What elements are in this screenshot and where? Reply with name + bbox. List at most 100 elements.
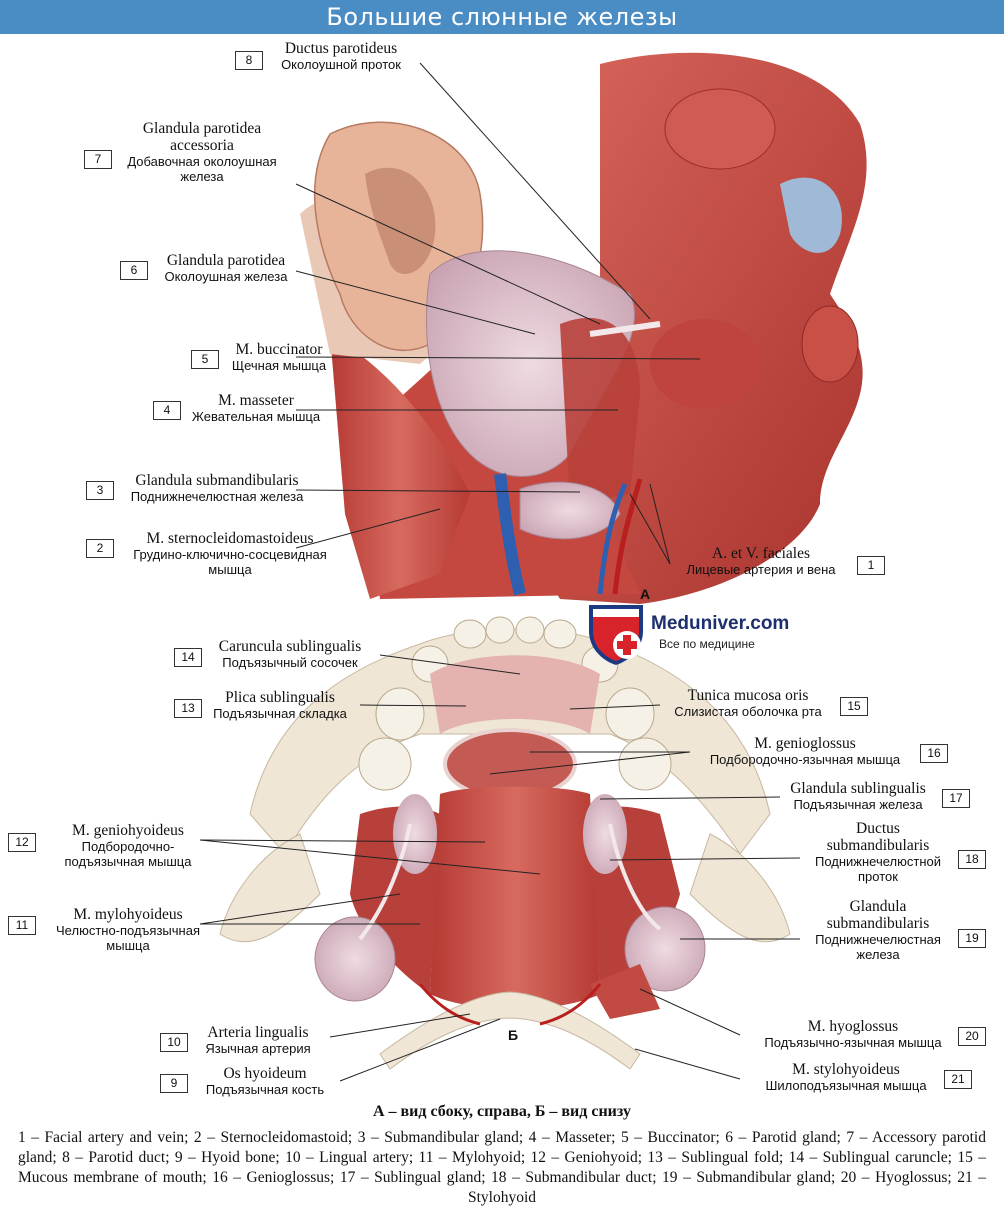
label-7-number: 7 [84, 150, 112, 169]
label-1: A. et V. faciales Лицевые артерия и вена [676, 545, 846, 577]
label-13-number: 13 [174, 699, 202, 718]
label-13-russian: Подъязычная складка [213, 706, 347, 721]
label-2: M. sternocleidomastoideus Грудино-ключич… [114, 530, 346, 577]
label-17-latin: Glandula sublingualis [790, 780, 926, 797]
label-2-russian-2: мышца [208, 562, 252, 577]
label-8: Ductus parotideus Околоушной проток [263, 40, 419, 72]
views-caption: А – вид сбоку, справа, Б – вид снизу [372, 1103, 631, 1120]
label-12-latin: M. geniohyoideus [72, 822, 184, 839]
label-19-number: 19 [958, 929, 986, 948]
label-21: M. stylohyoideus Шилоподъязычная мышца [748, 1061, 944, 1093]
label-9: Os hyoideum Подъязычная кость [188, 1065, 342, 1097]
label-21-latin: M. stylohyoideus [792, 1061, 900, 1078]
label-9-russian: Подъязычная кость [205, 1082, 325, 1097]
label-11-number: 11 [8, 916, 36, 935]
label-10: Arteria lingualis Язычная артерия [188, 1024, 328, 1056]
label-20-number: 20 [958, 1027, 986, 1046]
label-19-russian-2: железа [856, 947, 900, 962]
figure-legend: 1 – Facial artery and vein; 2 – Sternocl… [18, 1129, 986, 1206]
label-6: Glandula parotidea Околоушная железа [148, 252, 304, 284]
label-17-number: 17 [942, 789, 970, 808]
label-1-russian: Лицевые артерия и вена [686, 562, 836, 577]
label-9-latin: Os hyoideum [223, 1065, 307, 1082]
title-bar: Большие слюнные железы [0, 0, 1004, 34]
label-12-russian-2: подъязычная мышца [64, 854, 192, 869]
label-9-number: 9 [160, 1074, 188, 1093]
label-5-number: 5 [191, 350, 219, 369]
view-b-figure [219, 616, 791, 1070]
label-15-russian: Слизистая оболочка рта [674, 704, 822, 719]
label-4: M. masseter Жевательная мышца [181, 392, 331, 424]
view-letter-a: А [640, 586, 651, 602]
label-4-russian: Жевательная мышца [191, 409, 321, 424]
view-a-figure [300, 52, 867, 604]
label-20-russian: Подъязычно-язычная мышца [764, 1035, 942, 1050]
page-title: Большие слюнные железы [326, 3, 678, 31]
label-18: Ductus submandibularis Поднижнечелюстной… [800, 820, 956, 884]
label-6-latin: Glandula parotidea [166, 252, 286, 269]
label-8-number: 8 [235, 51, 263, 70]
label-19-russian-1: Поднижнечелюстная [815, 932, 941, 947]
label-10-russian: Язычная артерия [205, 1041, 311, 1056]
label-4-latin: M. masseter [218, 392, 294, 409]
label-18-russian-1: Поднижнечелюстной [814, 854, 942, 869]
label-2-latin: M. sternocleidomastoideus [146, 530, 314, 547]
label-11-russian-2: мышца [106, 938, 150, 953]
label-2-russian-1: Грудино-ключично-сосцевидная [133, 547, 327, 562]
label-14-latin: Caruncula sublingualis [218, 638, 362, 655]
label-5-russian: Щечная мышца [231, 358, 327, 373]
label-19-latin: Glandula submandibularis [826, 898, 930, 932]
label-13: Plica sublingualis Подъязычная складка [202, 689, 358, 721]
label-16: M. genioglossus Подбородочно-язычная мыш… [692, 735, 918, 767]
label-3-number: 3 [86, 481, 114, 500]
label-11-latin: M. mylohyoideus [73, 906, 183, 923]
label-3-russian: Поднижнечелюстная железа [130, 489, 304, 504]
label-1-latin: A. et V. faciales [712, 545, 810, 562]
view-letter-b: Б [508, 1027, 519, 1043]
label-12-number: 12 [8, 833, 36, 852]
label-15-latin: Tunica mucosa oris [687, 687, 809, 704]
label-16-number: 16 [920, 744, 948, 763]
label-15-number: 15 [840, 697, 868, 716]
brand-name: Meduniver.com [651, 613, 790, 634]
label-6-number: 6 [120, 261, 148, 280]
label-10-number: 10 [160, 1033, 188, 1052]
label-3-latin: Glandula submandibularis [135, 472, 299, 489]
meduniver-logo: Meduniver.com Все по медицине [583, 601, 789, 667]
label-18-latin: Ductus submandibularis [826, 820, 930, 854]
label-8-russian: Околоушной проток [281, 57, 401, 72]
label-18-number: 18 [958, 850, 986, 869]
label-5: M. buccinator Щечная мышца [219, 341, 339, 373]
label-7-russian-1: Добавочная околоушная [127, 154, 277, 169]
label-11: M. mylohyoideus Челюстно-подъязычная мыш… [36, 906, 220, 953]
label-14-russian: Подъязычный сосочек [222, 655, 358, 670]
label-8-latin: Ductus parotideus [284, 40, 398, 57]
label-5-latin: M. buccinator [235, 341, 323, 358]
label-16-latin: M. genioglossus [754, 735, 856, 752]
label-11-russian-1: Челюстно-подъязычная [56, 923, 200, 938]
label-16-russian: Подбородочно-язычная мышца [709, 752, 901, 767]
shield-icon [589, 605, 643, 665]
label-17-russian: Подъязычная железа [793, 797, 923, 812]
label-18-russian-2: проток [858, 869, 898, 884]
leader-lines [199, 62, 801, 1082]
label-3: Glandula submandibularis Поднижнечелюстн… [114, 472, 320, 504]
label-12: M. geniohyoideus Подбородочно- подъязычн… [36, 822, 220, 869]
label-2-number: 2 [86, 539, 114, 558]
label-20-latin: M. hyoglossus [807, 1018, 899, 1035]
label-13-latin: Plica sublingualis [225, 689, 335, 706]
label-12-russian-1: Подбородочно- [81, 839, 175, 854]
anatomy-illustration [199, 52, 867, 1082]
label-19: Glandula submandibularis Поднижнечелюстн… [800, 898, 956, 962]
label-21-russian: Шилоподъязычная мышца [765, 1078, 927, 1093]
label-10-latin: Arteria lingualis [207, 1024, 309, 1041]
label-7: Glandula parotidea accessoria Добавочная… [112, 120, 292, 184]
label-17: Glandula sublingualis Подъязычная железа [778, 780, 938, 812]
label-1-number: 1 [857, 556, 885, 575]
brand-tagline: Все по медицине [659, 637, 755, 651]
label-6-russian: Околоушная железа [164, 269, 288, 284]
label-7-russian-2: железа [180, 169, 224, 184]
label-14: Caruncula sublingualis Подъязычный сосоч… [202, 638, 378, 670]
label-20: M. hyoglossus Подъязычно-язычная мышца [752, 1018, 954, 1050]
label-4-number: 4 [153, 401, 181, 420]
